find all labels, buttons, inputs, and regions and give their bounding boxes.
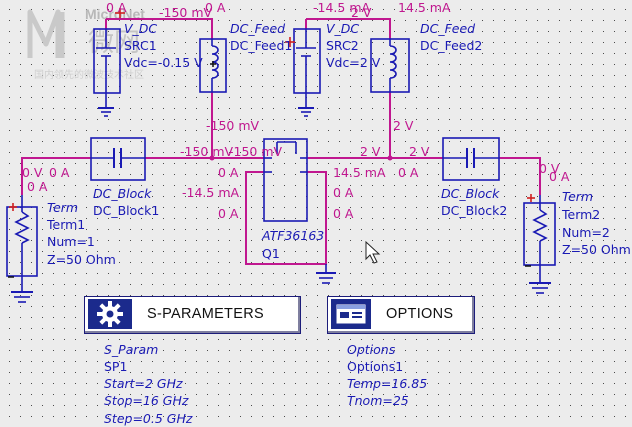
- term2-num: Num=2: [562, 225, 610, 240]
- wire-block2-to-term2: [499, 157, 541, 195]
- q1-model: ATF36163: [262, 228, 325, 243]
- q1-source-current-right2: 0 A: [333, 206, 354, 221]
- feed2-top-voltage: 2 V: [351, 5, 372, 20]
- sparam-controller-panel[interactable]: S-PARAMETERS: [84, 296, 301, 334]
- term2-port: [523, 195, 556, 294]
- block1-left-current: 0 A: [49, 165, 70, 180]
- block1-right-voltage: -150 mV: [180, 144, 234, 159]
- term1-current: 0 A: [27, 179, 48, 194]
- sparam-panel-label: S-PARAMETERS: [147, 306, 264, 322]
- q1-source-current-left: -14.5 mA: [182, 185, 240, 200]
- src1-voltage-source: [93, 28, 121, 117]
- watermark-subtitle: 国内领先的微波技术社区: [34, 70, 144, 81]
- feed1-bottom-voltage: -150 mV: [206, 118, 260, 133]
- feed1-name: DC_Feed1: [230, 38, 293, 53]
- q1-source-current-left2: 0 A: [218, 206, 239, 221]
- sparam-type: S_Param: [104, 342, 159, 357]
- options-tnom: Tnom=25: [347, 393, 409, 408]
- options-type: Options: [347, 342, 396, 357]
- term1-port: [6, 195, 38, 303]
- src1-current: 0 A: [106, 0, 127, 15]
- term2-impedance: Z=50 Ohm: [562, 242, 631, 257]
- options-temp: Temp=16.85: [347, 376, 428, 391]
- feed2-top-current: 14.5 mA: [398, 0, 451, 15]
- q1-drain-voltage: 2 V: [360, 144, 381, 159]
- block1-left-voltage: 0 V: [22, 165, 43, 180]
- block1-type: DC_Block: [93, 186, 152, 201]
- src2-voltage-source: [293, 28, 321, 117]
- feed1-top-current: 0 A: [205, 0, 226, 15]
- dc-feed2-inductor: [370, 38, 410, 93]
- options-name: Options1: [347, 359, 404, 374]
- term2-name: Term2: [562, 207, 601, 222]
- dc-block2-capacitor: [442, 137, 500, 181]
- block2-right-voltage: 0 V: [539, 161, 560, 176]
- src2-name: SRC2: [326, 38, 359, 53]
- gear-icon: [88, 299, 132, 329]
- q1-drain-current: 14.5 mA: [333, 165, 386, 180]
- dc-feed1-inductor: [199, 38, 227, 93]
- src1-name: SRC1: [124, 38, 157, 53]
- sparam-step: Step=0.5 GHz: [104, 411, 193, 426]
- wire-source-loop: [245, 171, 327, 265]
- block2-type: DC_Block: [441, 186, 500, 201]
- options-window-icon: [331, 299, 371, 329]
- q1-name: Q1: [262, 246, 280, 261]
- block1-right-current: 0 A: [218, 165, 239, 180]
- term1-impedance: Z=50 Ohm: [47, 252, 116, 267]
- term2-type: Term: [562, 189, 594, 204]
- feed2-name: DC_Feed2: [420, 38, 483, 53]
- feed2-type: DC_Feed: [420, 21, 476, 36]
- wire-feed1-top: [106, 18, 213, 39]
- feed1-top-voltage: -150 mV: [159, 5, 213, 20]
- term1-type: Term: [47, 200, 79, 215]
- src2-value: Vdc=2 V: [326, 55, 381, 70]
- q1-source-current-right: 0 A: [333, 185, 354, 200]
- term1-name: Term1: [47, 217, 86, 232]
- block2-right-current: 0 A: [549, 169, 570, 184]
- block2-left-voltage: 2 V: [409, 144, 430, 159]
- src2-current: -14.5 mA: [313, 0, 371, 15]
- options-controller-panel[interactable]: OPTIONS: [327, 296, 475, 334]
- q1-transistor: [263, 138, 336, 284]
- term1-num: Num=1: [47, 234, 95, 249]
- dc-block1-capacitor: [90, 137, 146, 181]
- src2-type: V_DC: [326, 21, 360, 36]
- sparam-start: Start=2 GHz: [104, 376, 183, 391]
- feed2-bottom-voltage: 2 V: [393, 118, 414, 133]
- watermark-chinese: 微网: [88, 28, 141, 58]
- q1-gate-voltage: -150 mV: [229, 144, 283, 159]
- wire-feed2-top: [306, 18, 391, 39]
- sparam-stop: Stop=16 GHz: [104, 393, 189, 408]
- block2-left-current: 0 A: [398, 165, 419, 180]
- block1-name: DC_Block1: [93, 203, 160, 218]
- src1-type: V_DC: [124, 21, 158, 36]
- feed1-type: DC_Feed: [230, 21, 286, 36]
- src1-value: Vdc=-0.15 V: [124, 55, 203, 70]
- sparam-name: SP1: [104, 359, 128, 374]
- block2-name: DC_Block2: [441, 203, 508, 218]
- options-panel-label: OPTIONS: [386, 306, 454, 322]
- wire-term1-top: [21, 157, 91, 195]
